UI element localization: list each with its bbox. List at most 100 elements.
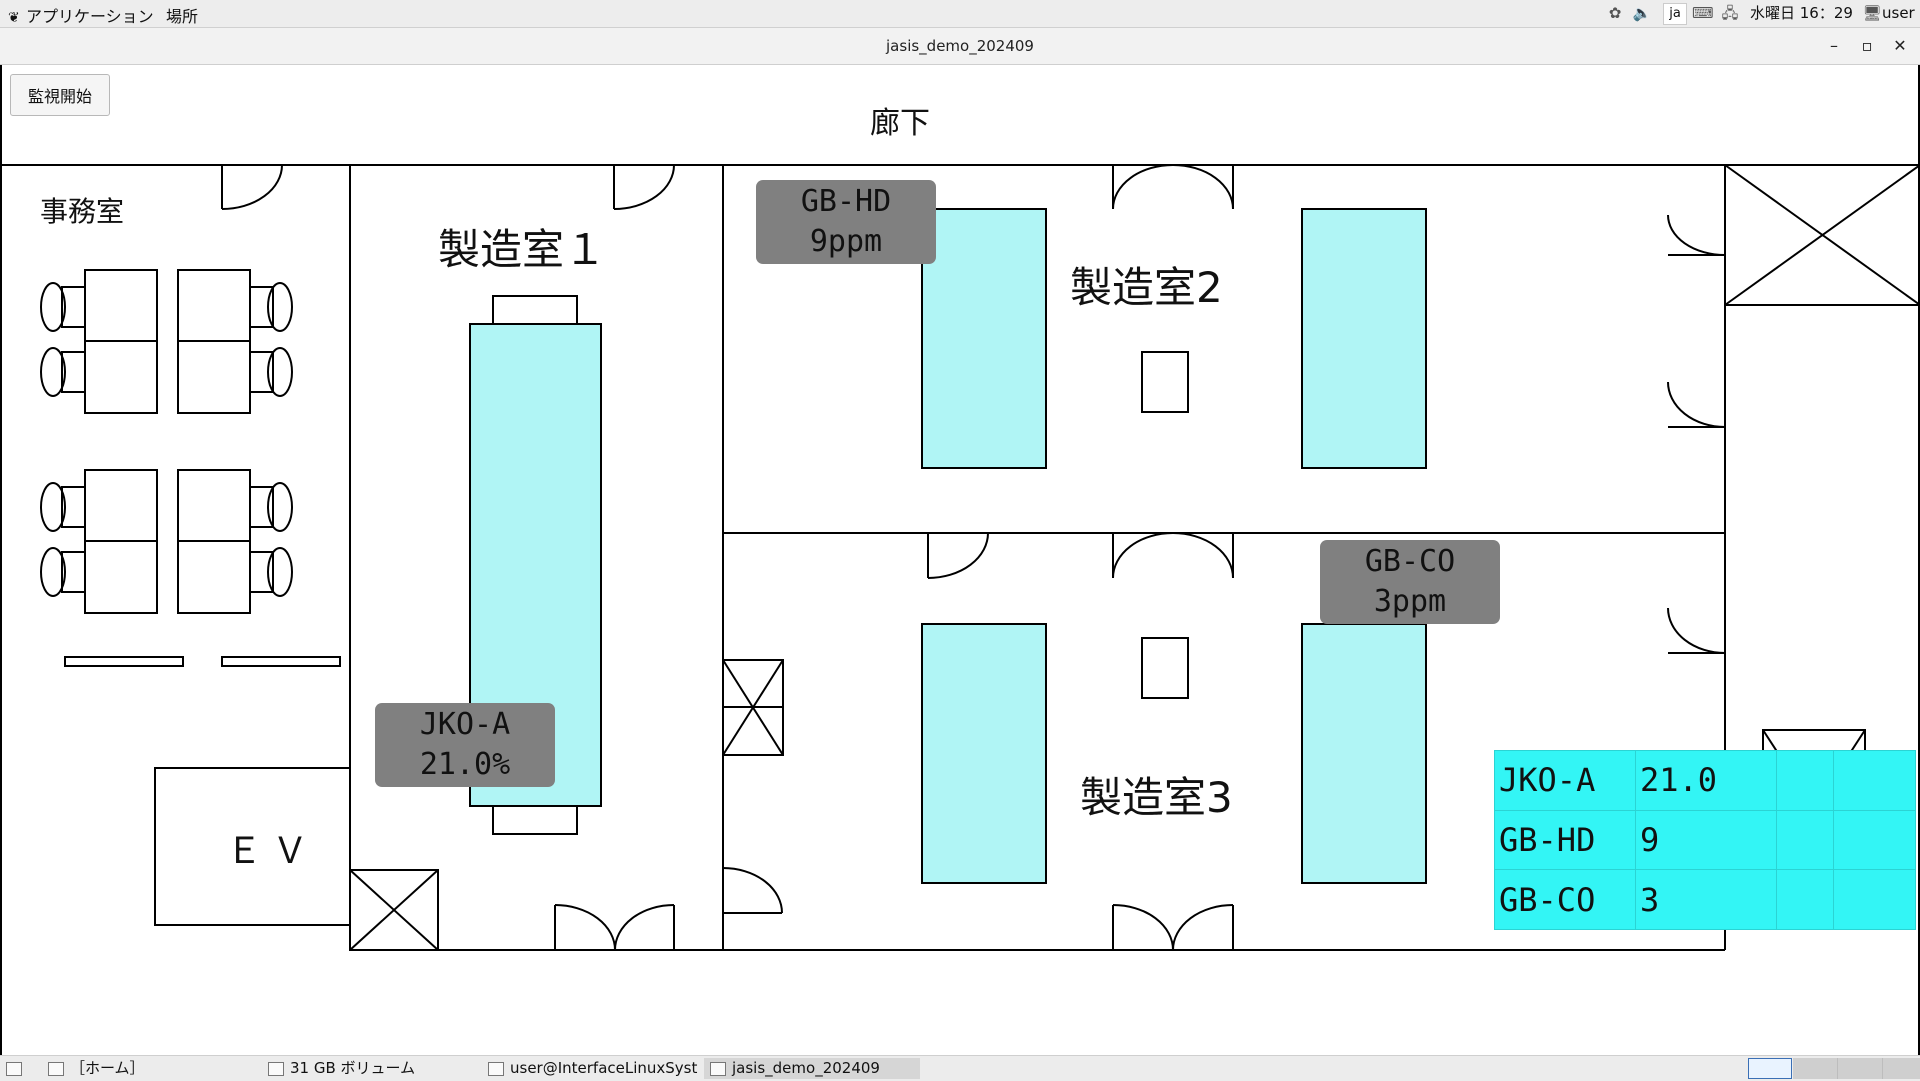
gnome-foot-icon: ❦ [8, 10, 20, 26]
room2-label: 製造室2 [1070, 263, 1223, 312]
elevator-label: ＥＶ [226, 831, 319, 872]
system-top-bar: ❦ アプリケーション 場所 ✿ 🔈 ja ⌨ 🖧 水曜日 16：29 🖥user [0, 0, 1920, 28]
minimize-button[interactable]: – [1830, 36, 1838, 55]
sensor-name: GB-HD [800, 184, 892, 219]
chair [249, 486, 274, 528]
task-app[interactable]: jasis_demo_202409 [704, 1058, 920, 1079]
office-label: 事務室 [40, 195, 125, 228]
room1-label: 製造室１ [438, 225, 607, 274]
reading-empty [1776, 809, 1834, 871]
reading-name: GB-HD [1494, 809, 1636, 871]
machine-room3-a [921, 623, 1047, 884]
close-button[interactable]: ✕ [1893, 36, 1907, 55]
reading-value: 9 [1635, 809, 1777, 871]
chair [249, 551, 274, 593]
ime-indicator[interactable]: ja [1663, 3, 1687, 25]
stairwell [1724, 164, 1920, 306]
table-row: GB-HD 9 [1494, 809, 1916, 871]
network-icon[interactable]: 🖧 [1721, 4, 1739, 22]
chair [249, 351, 274, 393]
reading-empty [1833, 750, 1916, 811]
task-volume-label: 31 GB ボリューム [290, 1059, 416, 1077]
bench [64, 656, 184, 667]
user-menu[interactable]: 🖥user [1862, 2, 1915, 24]
sensor-badge-gb-co[interactable]: GB-CO 3ppm [1320, 540, 1500, 624]
chair [40, 347, 66, 397]
task-home[interactable]: ［ホーム］ [48, 1058, 258, 1079]
door [614, 904, 675, 951]
machine-cap [492, 805, 578, 835]
door [1172, 164, 1234, 210]
keyboard-icon[interactable]: ⌨ [1692, 4, 1714, 22]
desktop-icon [6, 1061, 22, 1076]
readings-table: JKO-A 21.0 GB-HD 9 GB-CO 3 [1494, 750, 1916, 930]
terminal-icon [488, 1061, 504, 1076]
sensor-badge-jko-a[interactable]: JKO-A 21.0% [375, 703, 555, 787]
reading-name: JKO-A [1494, 750, 1636, 811]
start-monitoring-button[interactable]: 監視開始 [10, 74, 110, 116]
window-title-bar[interactable]: jasis_demo_202409 – ▫ ✕ [0, 28, 1920, 65]
reading-value: 3 [1635, 869, 1777, 930]
reading-name: GB-CO [1494, 869, 1636, 930]
workspace-4[interactable] [1883, 1058, 1920, 1079]
sensor-badge-gb-hd[interactable]: GB-HD 9ppm [756, 180, 936, 264]
door [1667, 607, 1726, 654]
bench [221, 656, 341, 667]
door [927, 532, 989, 579]
drive-icon [268, 1061, 284, 1076]
taskbar: ［ホーム］ 31 GB ボリューム user@InterfaceLinuxSys… [0, 1055, 1920, 1081]
reading-empty [1776, 750, 1834, 811]
update-notifier-icon[interactable]: ✿ [1608, 4, 1622, 22]
applications-menu[interactable]: ❦ アプリケーション [8, 3, 154, 27]
chair [267, 282, 293, 332]
workspace-3[interactable] [1838, 1058, 1883, 1079]
chair [61, 486, 86, 528]
door [1112, 164, 1174, 210]
task-terminal-label: user@InterfaceLinuxSyst··· [510, 1059, 698, 1077]
chair [267, 547, 293, 597]
task-app-label: jasis_demo_202409 [732, 1059, 880, 1077]
door [221, 164, 283, 210]
show-desktop-button[interactable] [6, 1058, 28, 1079]
reading-empty [1833, 809, 1916, 871]
chair [267, 482, 293, 532]
maximize-button[interactable]: ▫ [1861, 36, 1873, 55]
chair [61, 351, 86, 393]
table-row: GB-CO 3 [1494, 869, 1916, 930]
sensor-value: 21.0% [419, 747, 511, 782]
workspace-2[interactable] [1793, 1058, 1838, 1079]
door [722, 867, 783, 914]
door [1112, 532, 1174, 579]
pillar [1141, 351, 1189, 413]
door [1667, 214, 1726, 256]
chair [40, 547, 66, 597]
folder-icon [48, 1061, 64, 1076]
applications-menu-label: アプリケーション [26, 7, 154, 26]
workspace-1[interactable] [1748, 1058, 1792, 1079]
monitor-icon: 🖥 [1862, 4, 1882, 22]
sensor-name: JKO-A [419, 707, 511, 742]
clock[interactable]: 水曜日 16：29 [1750, 4, 1853, 22]
places-menu[interactable]: 場所 [166, 7, 199, 26]
reading-value: 21.0 [1635, 750, 1777, 811]
task-home-label: ［ホーム］ [70, 1059, 145, 1077]
window-icon [710, 1061, 726, 1076]
user-label: user [1882, 4, 1915, 22]
task-volume[interactable]: 31 GB ボリューム [268, 1058, 478, 1079]
stairwell [1724, 164, 1920, 306]
task-terminal[interactable]: user@InterfaceLinuxSyst··· [488, 1058, 698, 1079]
chair [40, 282, 66, 332]
machine-room2-a [921, 208, 1047, 469]
chair [267, 347, 293, 397]
sensor-name: GB-CO [1364, 544, 1456, 579]
reading-empty [1776, 869, 1834, 930]
shaft [349, 869, 439, 951]
door [1112, 904, 1174, 951]
door [613, 164, 675, 210]
machine-cap [492, 295, 578, 325]
machine-room3-b [1301, 623, 1427, 884]
table-row: JKO-A 21.0 [1494, 750, 1916, 811]
window-title: jasis_demo_202409 [886, 37, 1034, 55]
speaker-icon[interactable]: 🔈 [1632, 4, 1652, 22]
sensor-value: 3ppm [1373, 584, 1447, 619]
